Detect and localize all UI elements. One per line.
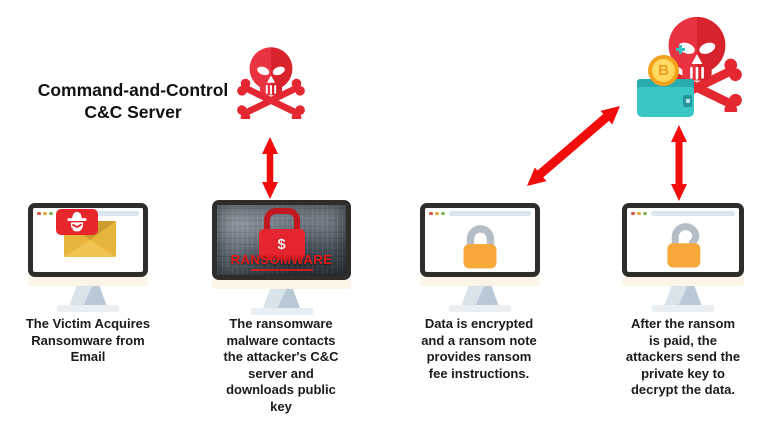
- monitor-encrypted: [420, 203, 540, 312]
- monitor-victim-email: [28, 203, 148, 312]
- wallet-clasp: [683, 95, 692, 107]
- arrow-cnc-to-victim: [262, 137, 278, 199]
- monitor-stand: [69, 286, 107, 305]
- bitcoin-coin-icon: B: [648, 55, 679, 86]
- browser-dot-red: [631, 211, 635, 216]
- monitor-chin: [420, 277, 540, 286]
- browser-dot-green: [643, 211, 647, 216]
- monitor-chin: [28, 277, 148, 286]
- monitor-base: [57, 305, 119, 312]
- caption-stage-4: After the ransom is paid, the attackers …: [625, 316, 741, 397]
- spy-icon: [67, 211, 87, 232]
- monitor-frame: $ RANSOMWARE: [212, 200, 351, 280]
- bitcoin-coin-face: [652, 59, 675, 82]
- browser-chrome: [627, 208, 739, 219]
- monitor-base: [652, 305, 714, 312]
- arrow-victim-to-wallet: [527, 106, 620, 186]
- monitor-stand: [461, 286, 499, 305]
- sparkle-icon: [676, 45, 685, 54]
- caption-stage-3: Data is encrypted and a ransom note prov…: [421, 316, 537, 381]
- bitcoin-wallet-icon: [637, 87, 694, 117]
- caption-stage-1: The Victim Acquires Ransomware from Emai…: [25, 316, 151, 364]
- cnc-server-title: Command-and-Control C&C Server: [37, 80, 229, 122]
- browser-dot-red: [429, 211, 433, 216]
- monitor-screen: [627, 208, 739, 272]
- monitor-decrypted: [622, 203, 744, 312]
- skull-crossbones-icon: [234, 42, 308, 119]
- monitor-frame: [622, 203, 744, 277]
- ransomware-screen-title: RANSOMWARE: [230, 252, 333, 267]
- padlock-body: $: [258, 229, 305, 260]
- monitor-screen: [425, 208, 535, 272]
- browser-dot-yellow: [637, 211, 641, 216]
- monitor-frame: [420, 203, 540, 277]
- monitor-screen: $ RANSOMWARE: [217, 205, 346, 275]
- monitor-base: [250, 308, 313, 315]
- caption-stage-2: The ransomware malware contacts the atta…: [223, 316, 339, 414]
- browser-dot-green: [49, 211, 53, 216]
- browser-dot-red: [37, 211, 41, 216]
- browser-dot-yellow: [43, 211, 47, 216]
- browser-address-bar: [57, 210, 139, 217]
- monitor-frame: [28, 203, 148, 277]
- monitor-chin: [622, 277, 744, 286]
- open-padlock-icon: [667, 223, 701, 268]
- red-padlock-icon: $: [258, 208, 305, 260]
- browser-address-bar: [449, 210, 531, 217]
- monitor-screen: [33, 208, 143, 272]
- browser-chrome: [425, 208, 535, 219]
- browser-dot-yellow: [435, 211, 439, 216]
- monitor-ransomware: $ RANSOMWARE: [212, 200, 351, 315]
- bitcoin-symbol: B: [658, 62, 669, 79]
- ransomware-screen-subtitle-line: [250, 268, 313, 271]
- monitor-stand: [263, 289, 300, 308]
- padlock-shackle: [263, 208, 300, 232]
- monitor-chin: [212, 280, 351, 289]
- browser-address-bar: [651, 210, 735, 217]
- arrow-wallet-to-victim: [671, 125, 687, 201]
- monitor-base: [449, 305, 511, 312]
- monitor-stand: [664, 286, 702, 305]
- browser-dot-green: [441, 211, 445, 216]
- hacker-alert-bubble: [56, 209, 98, 235]
- closed-padlock-icon: [463, 225, 497, 269]
